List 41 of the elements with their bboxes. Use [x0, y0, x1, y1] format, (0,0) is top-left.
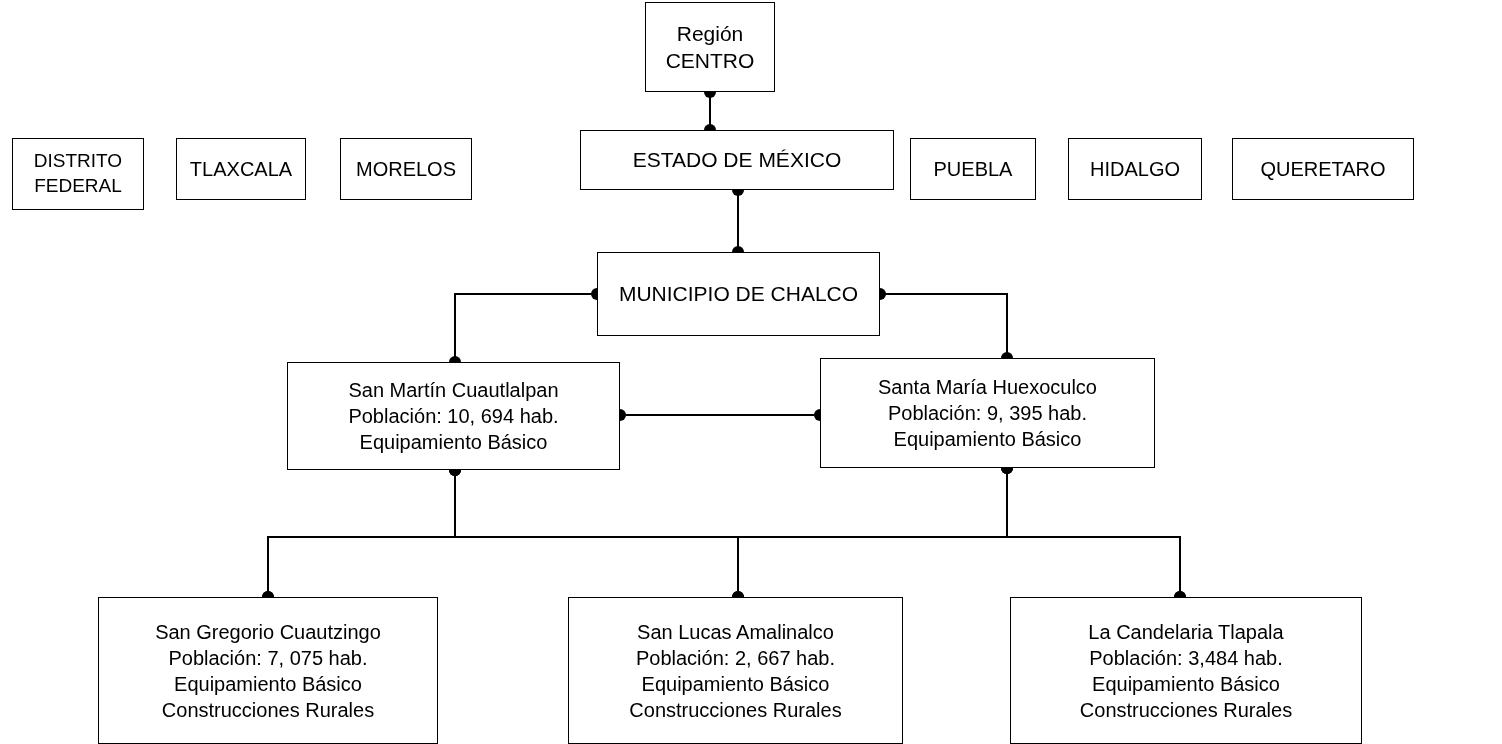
- node-text: Equipamiento Básico: [893, 427, 1082, 452]
- node-text: Santa María Huexoculco: [878, 375, 1097, 400]
- node-text: San Martín Cuautlalpan: [348, 378, 559, 403]
- node-text: San Lucas Amalinalco: [637, 619, 834, 645]
- node-box: [12, 138, 144, 210]
- node-text: ESTADO DE MÉXICO: [632, 147, 842, 174]
- node-text: Población: 7, 075 hab.: [168, 645, 368, 671]
- node-text: Construcciones Rurales: [629, 697, 842, 723]
- node-text: Equipamiento Básico: [174, 671, 362, 697]
- node-text: San Gregorio Cuautzingo: [155, 619, 381, 645]
- node-box: [176, 138, 306, 200]
- node-text: Región CENTRO: [664, 20, 756, 74]
- node-box: [580, 130, 894, 190]
- node-text: HIDALGO: [1090, 157, 1180, 182]
- node-box: [1068, 138, 1202, 200]
- node-box: [645, 2, 775, 92]
- node-text: QUERETARO: [1260, 157, 1386, 182]
- node-box: [1010, 597, 1362, 744]
- node-text: Construcciones Rurales: [1079, 697, 1293, 723]
- node-text: PUEBLA: [933, 157, 1013, 182]
- node-text: Equipamiento Básico: [359, 430, 548, 455]
- node-text: Construcciones Rurales: [161, 697, 375, 723]
- node-text: MUNICIPIO DE CHALCO: [618, 281, 859, 308]
- node-text: TLAXCALA: [189, 157, 293, 182]
- node-box: [568, 597, 903, 744]
- node-text: DISTRITO FEDERAL: [32, 149, 124, 198]
- node-text: Población: 10, 694 hab.: [348, 404, 559, 429]
- node-box: [820, 358, 1155, 468]
- node-text: Equipamiento Básico: [641, 671, 830, 697]
- node-text: Población: 9, 395 hab.: [887, 401, 1087, 426]
- node-box: [1232, 138, 1414, 200]
- node-box: [910, 138, 1036, 200]
- node-text: Equipamiento Básico: [1092, 671, 1280, 697]
- node-text: MORELOS: [356, 157, 456, 182]
- node-text: La Candelaria Tlapala: [1088, 619, 1284, 645]
- node-box: [287, 362, 620, 470]
- node-text: Población: 2, 667 hab.: [635, 645, 835, 671]
- node-box: [340, 138, 472, 200]
- node-box: [98, 597, 438, 744]
- node-box: [597, 252, 880, 336]
- node-text: Población: 3,484 hab.: [1089, 645, 1283, 671]
